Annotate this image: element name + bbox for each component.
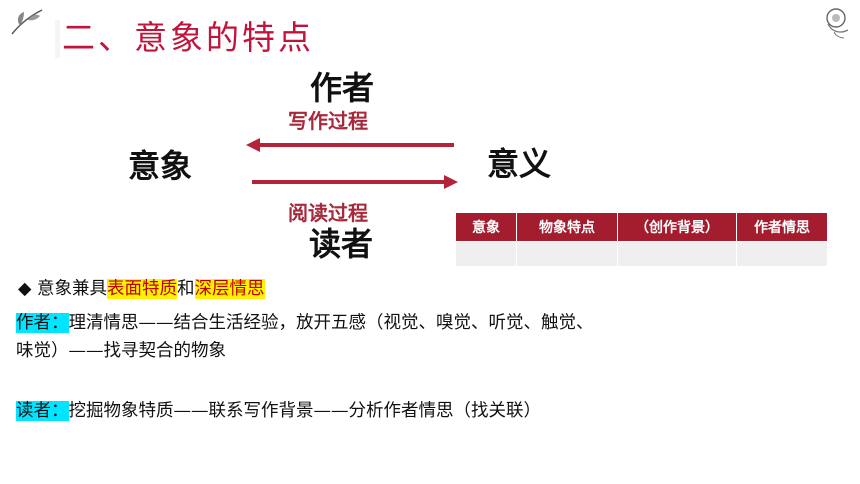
- reader-text: 挖掘物象特质——联系写作背景——分析作者情思（找关联）: [68, 401, 542, 421]
- ink-leaf-icon: [6, 4, 46, 44]
- table-cell: [455, 241, 517, 267]
- author-paragraph: 作者：理清情思——结合生活经验，放开五感（视觉、嗅觉、听觉、触觉、: [16, 310, 856, 336]
- author-text-2: 味觉）——找寻契合的物象: [16, 341, 226, 361]
- diagram-reader-label: 读者: [309, 225, 374, 263]
- point-line-1-mid: 和: [177, 279, 195, 299]
- table-cell: [516, 241, 618, 267]
- diagram-author-label: 作者: [310, 69, 375, 107]
- right-arrow-line: [252, 180, 446, 184]
- right-arrow-head-icon: [444, 175, 458, 189]
- title-accent-bar: [55, 20, 60, 58]
- table-header-cell: 物象特点: [516, 212, 618, 242]
- diagram-meaning-label: 意义: [487, 145, 552, 183]
- highlight-deep-feeling: 深层情思: [194, 279, 265, 299]
- table-header-row: 意象 物象特点 （创作背景） 作者情思: [455, 212, 828, 242]
- analysis-table: 意象 物象特点 （创作背景） 作者情思: [455, 212, 828, 267]
- table-row: [455, 241, 828, 267]
- table-header-cell: 意象: [455, 212, 517, 242]
- diagram-writing-process-label: 写作过程: [288, 109, 368, 133]
- page-title: 二、意象的特点: [62, 18, 314, 57]
- right-arrow: [252, 175, 458, 189]
- author-label: 作者：: [16, 313, 69, 333]
- table-header-cell: （创作背景）: [617, 212, 737, 242]
- table-cell: [617, 241, 737, 267]
- left-arrow-head-icon: [246, 138, 260, 152]
- point-line-1: ◆ 意象兼具表面特质和深层情思: [18, 276, 265, 302]
- reader-paragraph: 读者：挖掘物象特质——联系写作背景——分析作者情思（找关联）: [16, 398, 856, 424]
- left-arrow-line: [258, 143, 454, 147]
- author-paragraph-continued: 味觉）——找寻契合的物象: [16, 338, 856, 364]
- diagram-image-label: 意象: [128, 147, 193, 185]
- highlight-surface-traits: 表面特质: [107, 279, 178, 299]
- reader-label: 读者：: [16, 401, 69, 421]
- point-line-1-prefix: 意象兼具: [37, 279, 108, 299]
- bullet-icon: ◆: [18, 279, 32, 299]
- author-text-1: 理清情思——结合生活经验，放开五感（视觉、嗅觉、听觉、触觉、: [68, 313, 594, 333]
- ink-flower-icon: [816, 2, 856, 42]
- table-cell: [736, 241, 828, 267]
- diagram-reading-process-label: 阅读过程: [288, 201, 368, 225]
- left-arrow: [246, 138, 454, 152]
- table-header-cell: 作者情思: [736, 212, 828, 242]
